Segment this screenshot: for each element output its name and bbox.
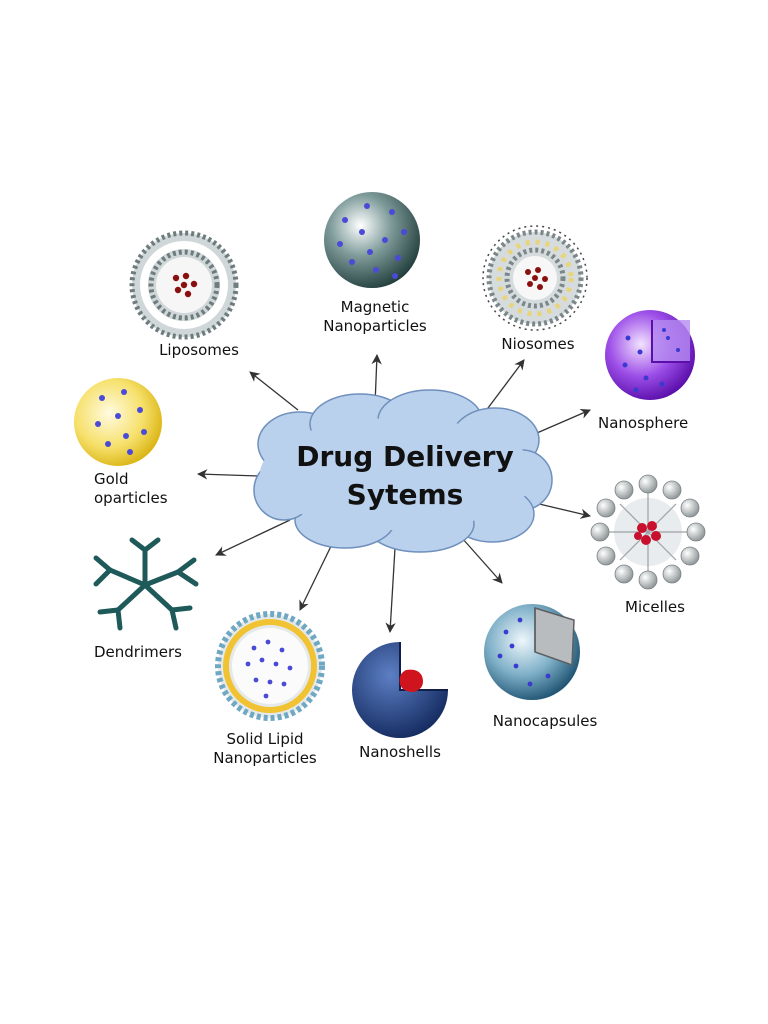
solid-lipid-nanoparticle-icon bbox=[215, 611, 325, 721]
label-dendrimers-line1: Dendrimers bbox=[94, 643, 182, 661]
label-magnetic-line2: Nanoparticles bbox=[323, 317, 427, 335]
nanoshell-icon bbox=[352, 642, 448, 738]
label-micelles: Micelles bbox=[610, 598, 700, 617]
label-nanospheres-line1: Nanosphere bbox=[598, 414, 689, 432]
niosome-icon bbox=[482, 225, 588, 331]
label-dendrimers: Dendrimers bbox=[94, 643, 204, 662]
label-solid-lipid-nanoparticles: Solid Lipid Nanoparticles bbox=[200, 730, 330, 768]
liposome-icon bbox=[129, 230, 239, 340]
arrow-to-dendrimers bbox=[215, 519, 291, 556]
arrow-to-nanocapsules bbox=[461, 537, 503, 584]
label-solid-lipid-line1: Solid Lipid bbox=[226, 730, 304, 748]
label-magnetic-line1: Magnetic bbox=[340, 298, 410, 316]
arrow-to-liposomes bbox=[249, 371, 299, 411]
label-liposomes: Liposomes bbox=[144, 341, 254, 360]
arrow-to-solid-lipid bbox=[299, 537, 336, 611]
arrow-to-nanospheres bbox=[529, 408, 591, 437]
label-gold-line2: oparticles bbox=[94, 489, 168, 507]
label-liposomes-line1: Liposomes bbox=[159, 341, 239, 359]
label-nanospheres: Nanosphere bbox=[598, 414, 708, 433]
label-niosomes: Niosomes bbox=[488, 335, 588, 354]
label-micelles-line1: Micelles bbox=[625, 598, 685, 616]
nanosphere-icon bbox=[605, 310, 695, 400]
arrow-to-micelles bbox=[534, 502, 592, 519]
center-title-line1: Drug Delivery bbox=[296, 440, 514, 473]
label-nanocapsules-line1: Nanocapsules bbox=[492, 712, 598, 730]
label-gold-nanoparticles: Gold oparticles bbox=[94, 470, 194, 508]
dendrimer-icon bbox=[93, 537, 199, 631]
micelle-icon bbox=[590, 474, 706, 590]
label-solid-lipid-line2: Nanoparticles bbox=[213, 749, 317, 767]
nanocapsule-icon bbox=[484, 604, 580, 700]
label-magnetic-nanoparticles: Magnetic Nanoparticles bbox=[315, 298, 435, 336]
center-cloud bbox=[253, 389, 553, 553]
label-gold-line1: Gold bbox=[94, 470, 129, 488]
magnetic-nanoparticle-icon bbox=[324, 192, 420, 288]
arrow-to-niosomes bbox=[484, 359, 525, 413]
arrow-to-gold bbox=[196, 469, 259, 480]
center-title: Drug Delivery Sytems bbox=[270, 438, 540, 514]
gold-nanoparticle-icon bbox=[74, 378, 162, 466]
label-nanocapsules: Nanocapsules bbox=[480, 712, 610, 731]
arrow-to-nanoshells bbox=[385, 547, 396, 634]
label-niosomes-line1: Niosomes bbox=[501, 335, 575, 353]
label-nanoshells: Nanoshells bbox=[345, 743, 455, 762]
label-nanoshells-line1: Nanoshells bbox=[359, 743, 441, 761]
center-title-line2: Sytems bbox=[346, 478, 464, 511]
connector-arrows bbox=[196, 353, 592, 634]
